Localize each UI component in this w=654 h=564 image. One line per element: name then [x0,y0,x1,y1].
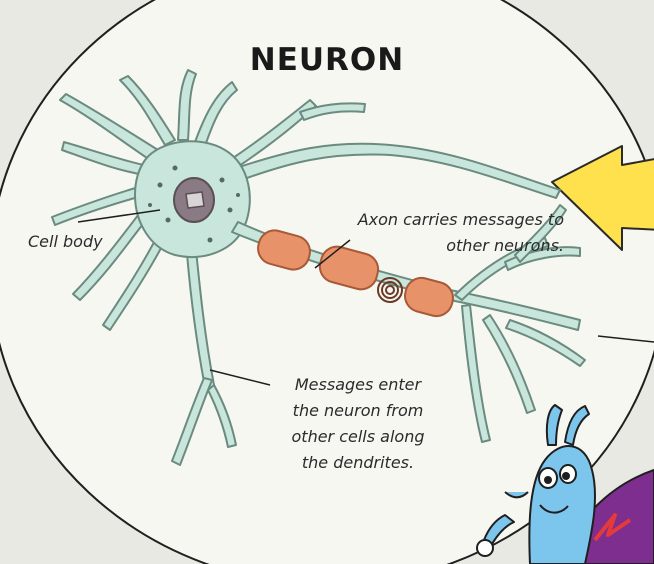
axon-label: Axon carries messages to other neurons. [326,207,564,259]
cell-body-label: Cell body [28,229,103,255]
dendrites-label: Messages enter the neuron from other cel… [276,372,440,476]
page-title: NEURON [0,42,654,78]
